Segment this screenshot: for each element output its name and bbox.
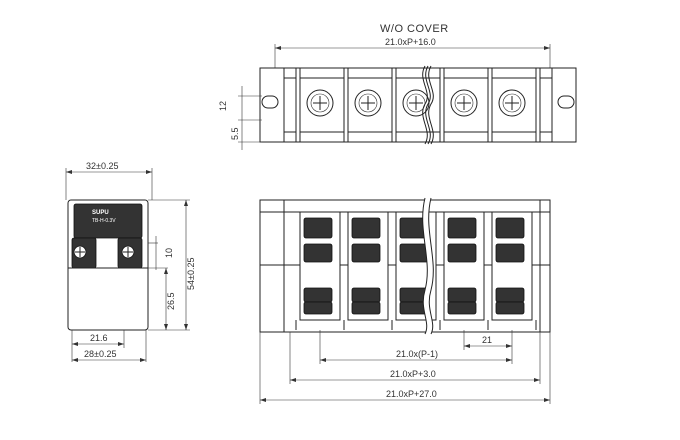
side-height-lower-dim: 26.5 [166, 292, 176, 310]
top-dim-5-5: 5.5 [230, 127, 240, 140]
front-terminal [439, 211, 489, 330]
right-mount-slot [557, 95, 575, 109]
side-width-inner-dim: 21.6 [90, 333, 108, 343]
side-brand-label: SUPU [92, 210, 109, 216]
front-p-plus-27-dim: 21.0xP+27.0 [386, 389, 437, 399]
top-width-dim: 21.0xP+16.0 [385, 37, 436, 47]
top-view: 21.0xP+16.0 [218, 37, 577, 150]
side-width-top-dim: 32±0.25 [86, 161, 118, 171]
drawing-title: W/O COVER [380, 23, 449, 35]
side-height-10-dim: 10 [164, 248, 174, 258]
front-pitch-dim: 21 [482, 335, 492, 345]
front-view: 21 21.0x(P-1) 21.0xP+3.0 21.0xP+27.0 [259, 197, 551, 404]
top-screw [354, 89, 382, 117]
side-width-bottom-dim: 28±0.25 [84, 349, 116, 359]
left-mount-slot [261, 95, 279, 109]
top-screw [306, 89, 334, 117]
front-p-plus-3-dim: 21.0xP+3.0 [390, 369, 436, 379]
front-terminal [347, 211, 393, 330]
top-dim-12: 12 [218, 101, 228, 111]
top-screw [450, 89, 478, 117]
side-height-total-dim: 54±0.25 [186, 258, 196, 290]
top-screw [498, 89, 526, 117]
front-p-minus-1-dim: 21.0x(P-1) [396, 349, 438, 359]
side-view: 32±0.25 SUPU TB-H-0.3V 54±0.25 26.5 10 [65, 161, 196, 362]
front-terminal [295, 211, 345, 330]
front-terminal [491, 211, 537, 330]
side-model-label: TB-H-0.3V [92, 218, 116, 224]
